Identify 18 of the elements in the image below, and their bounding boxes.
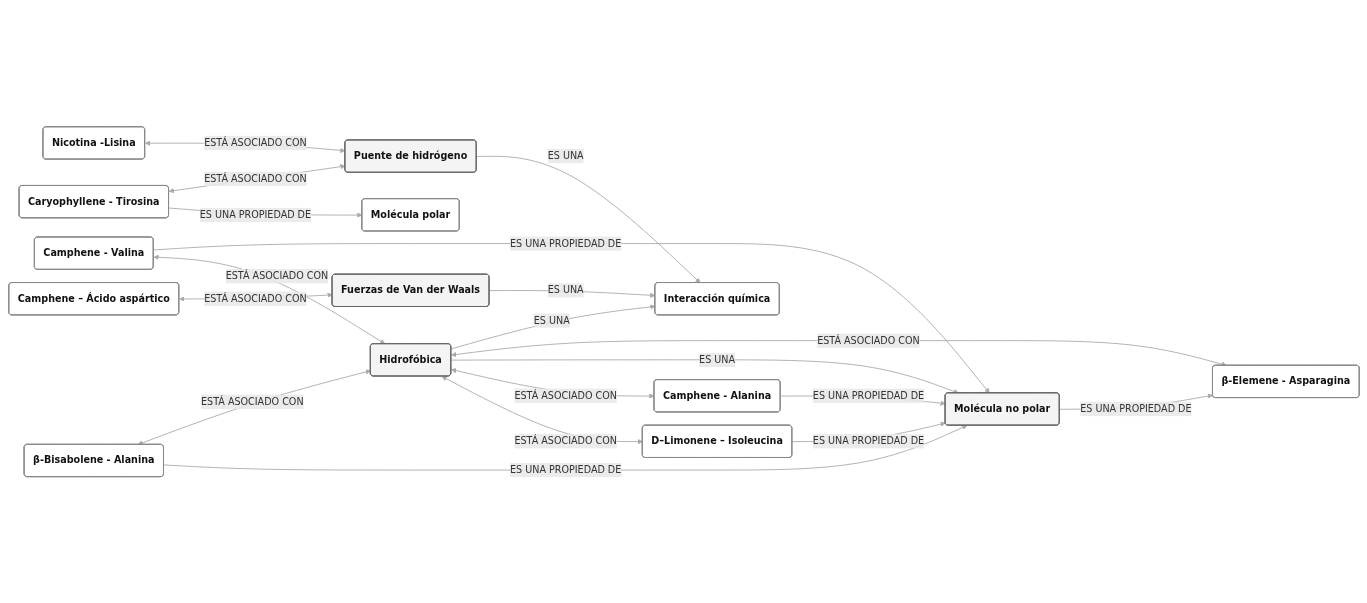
edge-label: ES UNA PROPIEDAD DE (509, 237, 621, 249)
edge-label: ES UNA PROPIEDAD DE (1079, 402, 1192, 414)
edge-label: ES UNA PROPIEDAD DE (199, 208, 311, 220)
edge-label: ES UNA PROPIEDAD DE (812, 389, 924, 401)
edge-label: ES UNA (698, 353, 735, 365)
edge-label: ESTÁ ASOCIADO CON (816, 334, 920, 346)
edge-label: ES UNA (533, 314, 570, 326)
edge-label: ESTÁ ASOCIADO CON (203, 292, 307, 304)
edge-label: ESTÁ ASOCIADO CON (225, 269, 328, 282)
edge-label: ES UNA PROPIEDAD DE (812, 434, 924, 447)
edge-label: ESTÁ ASOCIADO CON (513, 434, 617, 447)
edge-label: ESTÁ ASOCIADO CON (200, 395, 304, 407)
edge-label: ESTÁ ASOCIADO CON (203, 172, 307, 184)
edge-label: ES UNA (547, 149, 584, 161)
edge-label: ES UNA (547, 283, 584, 296)
edge-label: ESTÁ ASOCIADO CON (203, 136, 307, 148)
edge-label: ESTÁ ASOCIADO CON (513, 389, 617, 401)
edge-label: ES UNA PROPIEDAD DE (509, 463, 621, 475)
